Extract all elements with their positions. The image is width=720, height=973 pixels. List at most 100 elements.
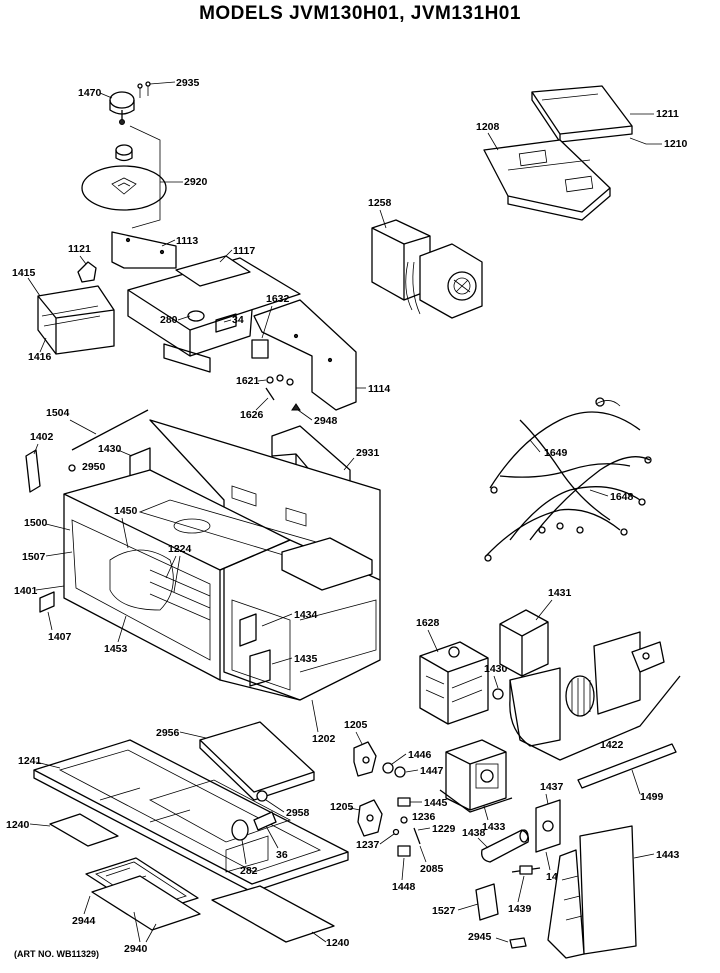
switch-parts <box>265 374 301 411</box>
callout-1621: 1621 <box>236 375 260 387</box>
callout-1430-right: 1430 <box>484 663 508 675</box>
door-window-part <box>85 857 201 931</box>
callout-1500: 1500 <box>24 517 48 529</box>
stirrer-blade-part <box>81 144 167 211</box>
callout-2940: 2940 <box>124 943 148 955</box>
callout-1224: 1224 <box>168 543 192 555</box>
callout-1114: 1114 <box>368 383 390 395</box>
callout-1433: 1433 <box>482 821 506 833</box>
bracket-part <box>77 261 97 283</box>
transformer-part <box>439 739 513 813</box>
callout-1258: 1258 <box>368 197 392 209</box>
diode-part <box>511 865 541 875</box>
callout-1632: 1632 <box>266 293 290 305</box>
light-cover-part <box>199 721 315 801</box>
callout-36: 36 <box>276 849 288 861</box>
page-title: MODELS JVM130H01, JVM131H01 <box>199 3 521 24</box>
fan-motor-part <box>371 219 483 319</box>
callout-1439: 1439 <box>508 903 532 915</box>
bottom-plate-part <box>33 739 349 893</box>
callout-1438: 1438 <box>462 827 486 839</box>
callout-1236: 1236 <box>412 811 436 823</box>
callout-1445: 1445 <box>424 797 448 809</box>
callout-1450: 1450 <box>114 505 138 517</box>
callout-1448: 1448 <box>392 881 416 893</box>
vent-cover-part <box>531 85 633 143</box>
wire-harness-part <box>484 397 652 562</box>
side-panel-part <box>547 825 637 959</box>
callout-1415: 1415 <box>12 267 36 279</box>
filter-part <box>49 813 119 847</box>
callout-1211: 1211 <box>656 108 679 120</box>
callout-1210: 1210 <box>664 138 688 150</box>
callout-1434: 1434 <box>294 609 318 621</box>
callout-1527: 1527 <box>432 905 456 917</box>
art-number: (ART NO. WB11329) <box>14 949 100 959</box>
callout-1504: 1504 <box>46 407 70 419</box>
magnetron-part <box>419 641 489 725</box>
callout-1431: 1431 <box>548 587 572 599</box>
callout-1447: 1447 <box>420 765 444 777</box>
callout-1416: 1416 <box>28 351 52 363</box>
callout-1205-lower: 1205 <box>330 801 354 813</box>
filter-lower-part <box>211 885 335 943</box>
callout-1422: 1422 <box>600 739 624 751</box>
screw-lower-part <box>509 937 527 949</box>
callout-1113: 1113 <box>176 235 198 247</box>
callout-1648: 1648 <box>610 491 634 503</box>
trim-strip-part <box>577 743 677 789</box>
lamp-socket-part <box>256 790 268 802</box>
callout-1407: 1407 <box>48 631 72 643</box>
control-housing-part <box>111 231 357 411</box>
callout-1241: 1241 <box>18 755 42 767</box>
rod-part <box>71 409 149 451</box>
callout-1402: 1402 <box>30 431 54 443</box>
hinge-bracket-part <box>25 449 41 493</box>
callout-1117: 1117 <box>233 245 255 257</box>
callout-1240-left: 1240 <box>6 819 30 831</box>
callout-1229: 1229 <box>432 823 456 835</box>
callout-1443: 1443 <box>656 849 680 861</box>
stirrer-motor-part <box>109 81 151 125</box>
blower-assembly-part <box>499 609 681 761</box>
oven-cavity-part <box>39 419 381 701</box>
callout-1202: 1202 <box>312 733 336 745</box>
callout-1430-top: 1430 <box>98 443 122 455</box>
callout-280: 280 <box>160 314 178 326</box>
bracket-lower-part <box>475 883 499 921</box>
callout-282: 282 <box>240 865 258 877</box>
callout-1507: 1507 <box>22 551 46 563</box>
callout-2950: 2950 <box>82 461 106 473</box>
callout-1401: 1401 <box>14 585 38 597</box>
callout-1649: 1649 <box>544 447 568 459</box>
callout-2935: 2935 <box>176 77 200 89</box>
callout-1237: 1237 <box>356 839 380 851</box>
callout-1499: 1499 <box>640 791 664 803</box>
callout-1446: 1446 <box>408 749 432 761</box>
callout-2956: 2956 <box>156 727 180 739</box>
door-switch-upper-part <box>353 741 406 778</box>
callout-2944: 2944 <box>72 915 96 927</box>
callout-1435: 1435 <box>294 653 318 665</box>
capacitor-part <box>481 829 530 863</box>
callout-2945: 2945 <box>468 931 492 943</box>
callout-1240-lower: 1240 <box>326 937 350 949</box>
callout-2920: 2920 <box>184 176 208 188</box>
vent-plate-part <box>483 139 611 221</box>
lamp-bulb-part <box>231 811 277 841</box>
callout-34: 34 <box>232 314 244 326</box>
callout-2948: 2948 <box>314 415 338 427</box>
callout-1626: 1626 <box>240 409 264 421</box>
callout-1205-upper: 1205 <box>344 719 368 731</box>
callout-2931: 2931 <box>356 447 380 459</box>
callout-1208: 1208 <box>476 121 500 133</box>
callout-1437: 1437 <box>540 781 564 793</box>
diode-bracket-part <box>535 799 561 853</box>
callout-2958: 2958 <box>286 807 310 819</box>
light-housing-part <box>37 285 115 355</box>
callout-1628: 1628 <box>416 617 440 629</box>
thermostat-part <box>492 688 504 700</box>
callout-1453: 1453 <box>104 643 128 655</box>
screw-part <box>68 464 76 472</box>
